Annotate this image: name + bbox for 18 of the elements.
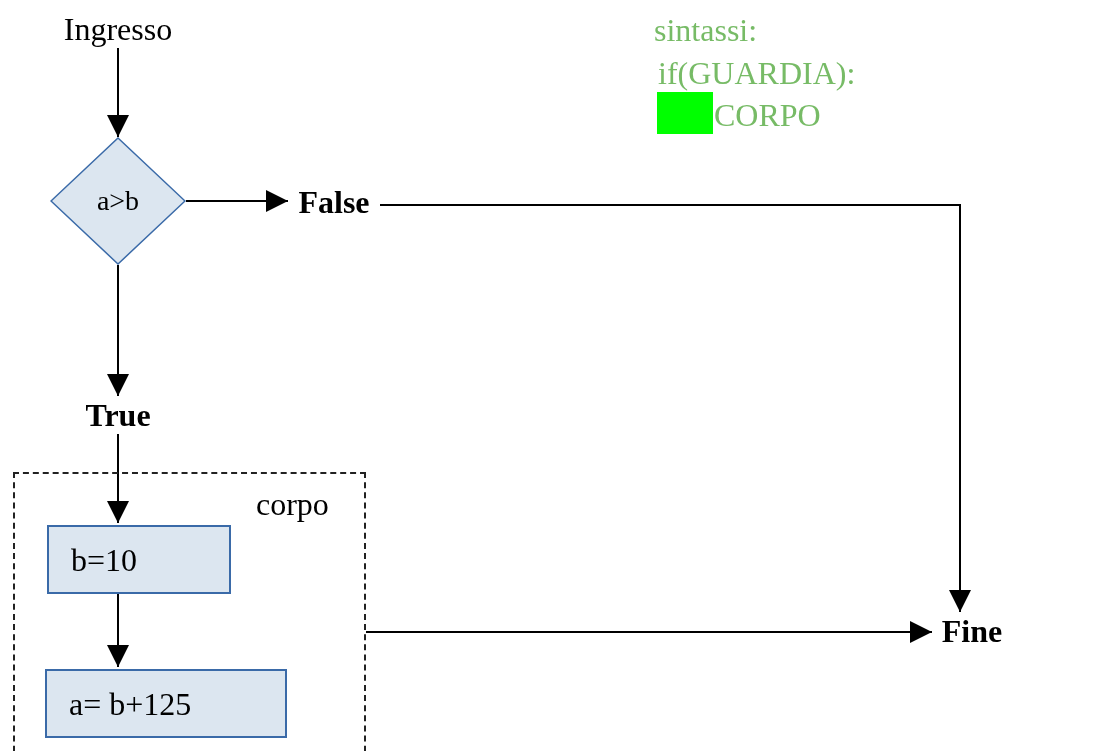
- process-box: a= b+125: [45, 669, 287, 738]
- group-title: corpo: [256, 488, 329, 520]
- flow-label: True: [74, 396, 162, 434]
- group-box: [13, 472, 366, 751]
- arrow: [107, 264, 129, 397]
- arrow: [107, 433, 129, 524]
- arrow: [185, 190, 289, 212]
- flow-label: False: [288, 183, 380, 221]
- arrow: [107, 47, 129, 138]
- arrow: [379, 204, 971, 613]
- flow-label: Fine: [932, 612, 1012, 652]
- syntax-text: if(GUARDIA):: [658, 57, 856, 89]
- syntax-text: sintassi:: [654, 14, 758, 46]
- start-label: Ingresso: [50, 10, 186, 48]
- condition-text: a>b: [96, 187, 140, 215]
- process-box: b=10: [47, 525, 231, 594]
- arrow: [365, 621, 933, 643]
- syntax-text: CORPO: [714, 99, 821, 131]
